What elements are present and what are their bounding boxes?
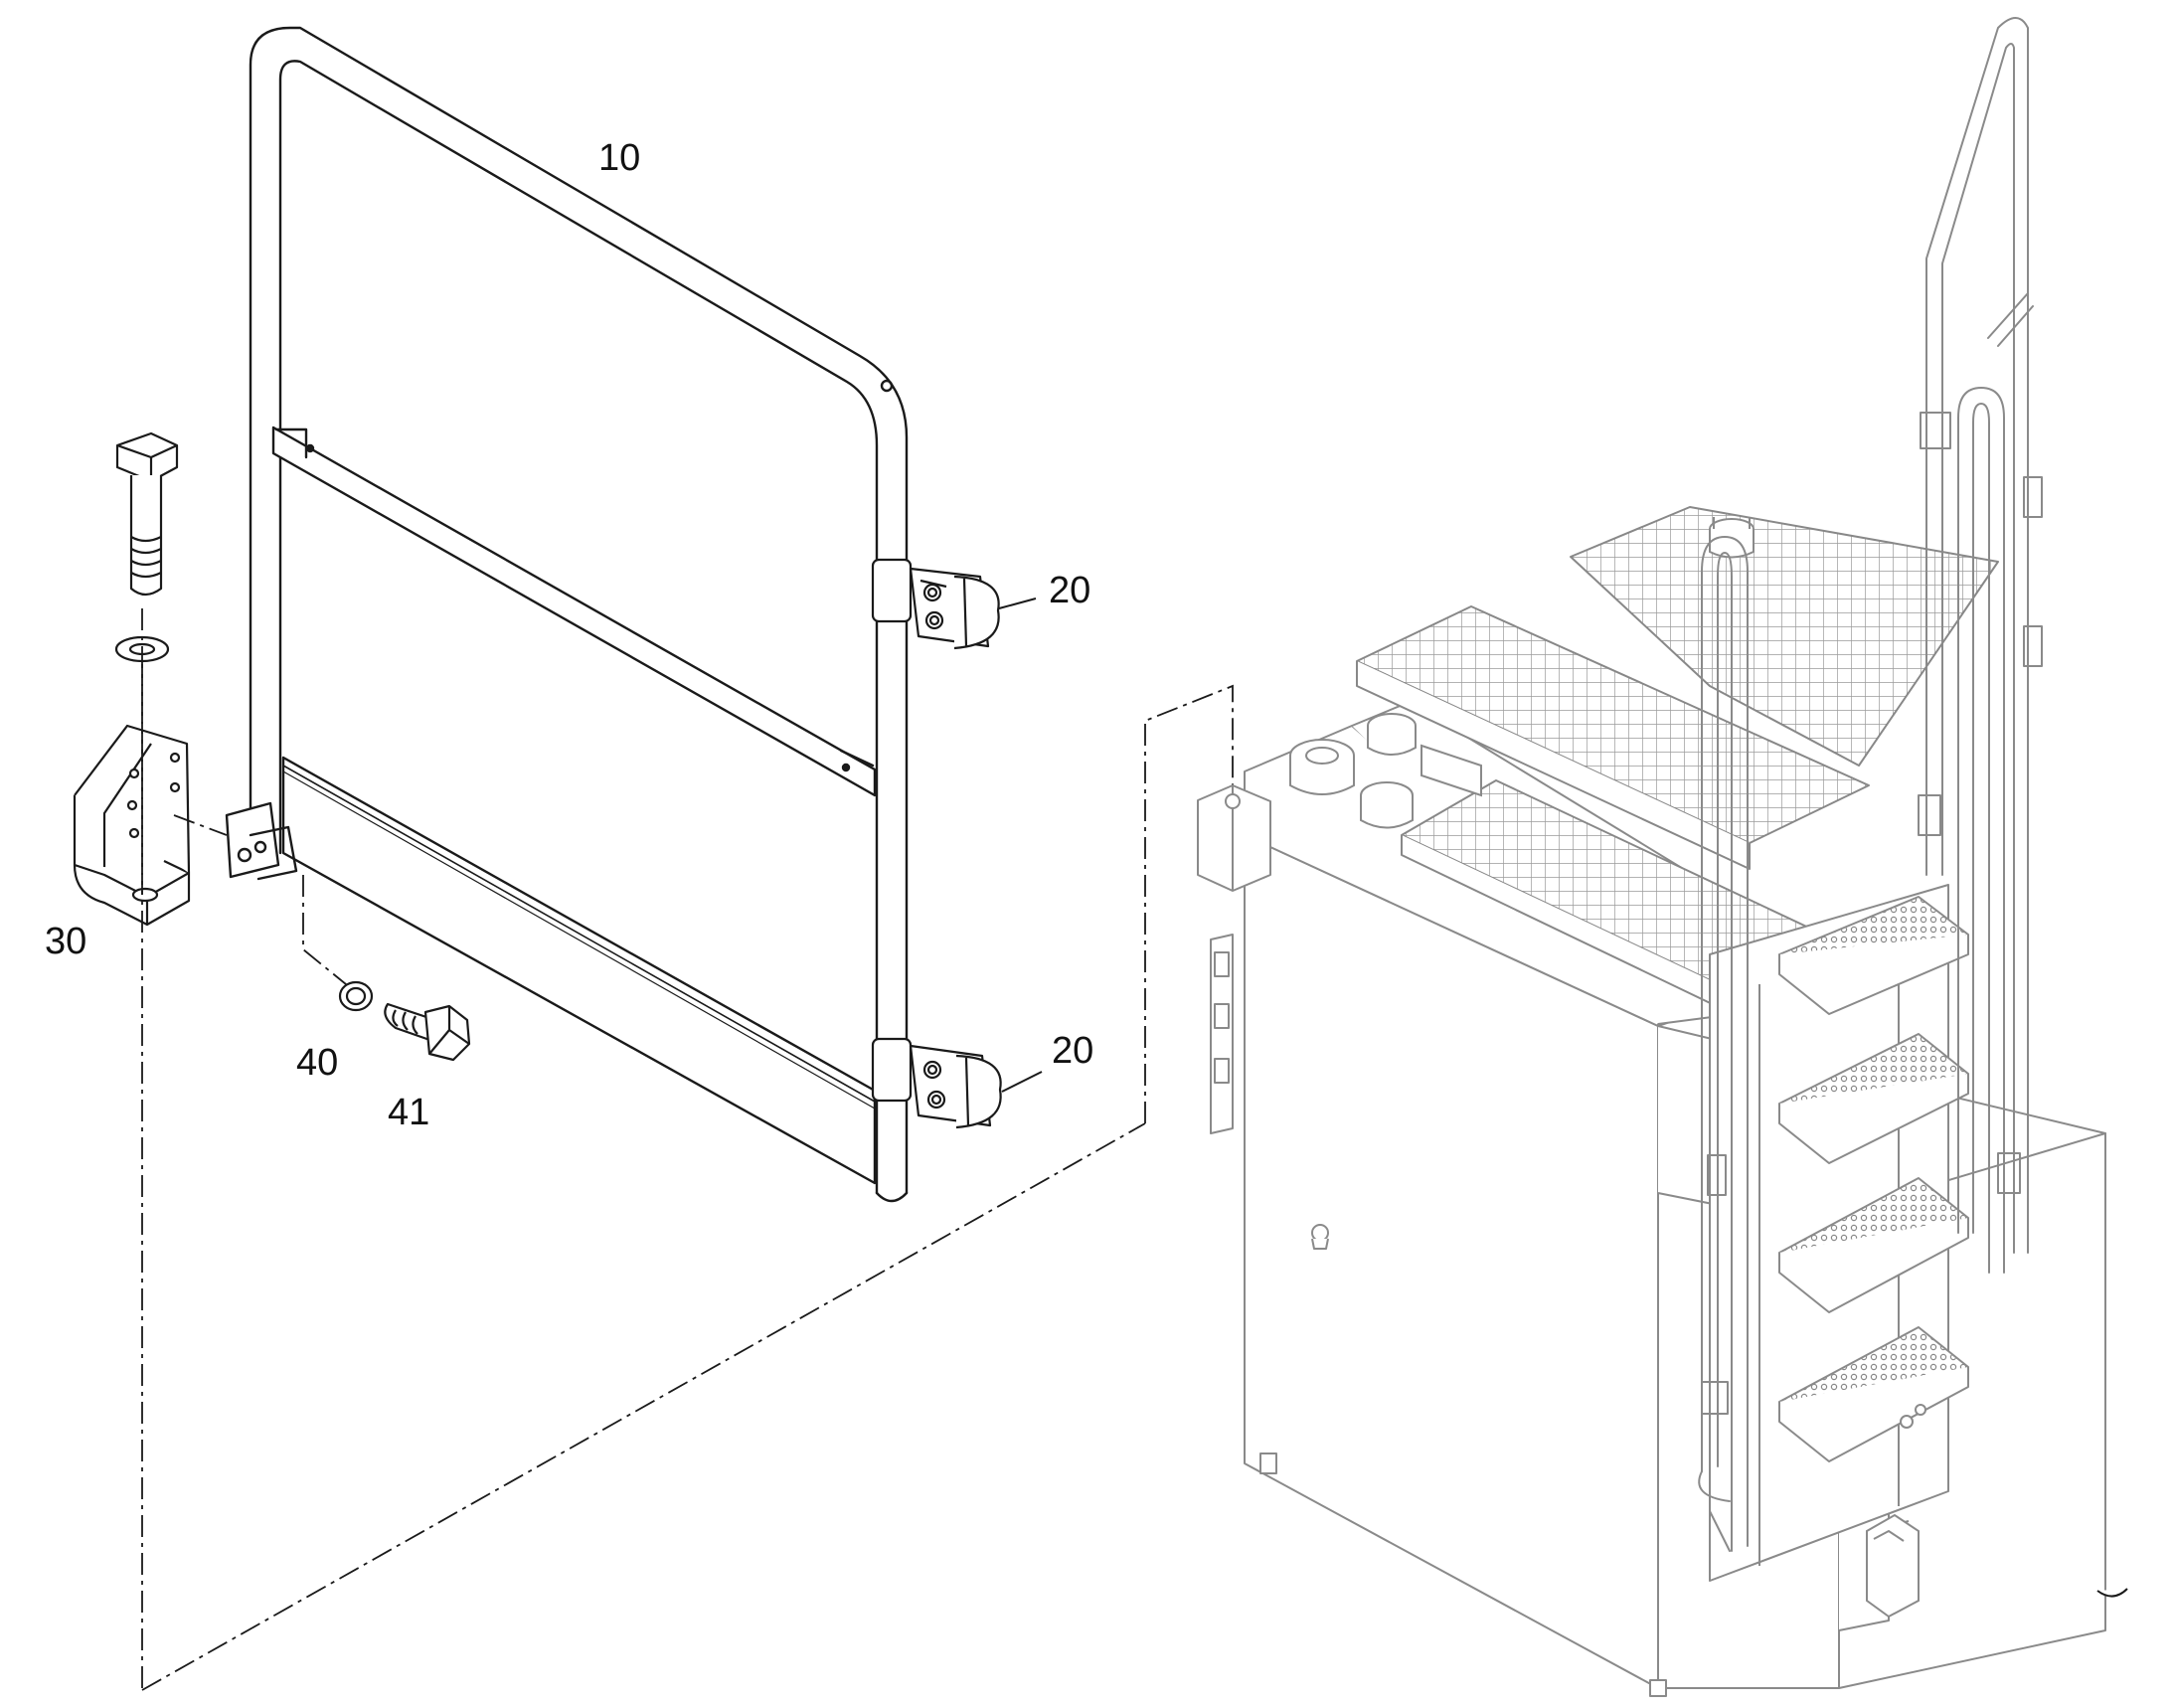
callout-20-lower: 20 — [1052, 1030, 1094, 1072]
assembly-lines — [141, 608, 1234, 1691]
stair-base — [1866, 1404, 2128, 1619]
machine-assembly — [1197, 701, 2106, 1697]
callout-40: 40 — [296, 1042, 339, 1084]
deck-fittings — [1289, 517, 1755, 829]
washer — [338, 980, 374, 1012]
upper-hinge — [871, 558, 1000, 650]
callout-10: 10 — [598, 137, 641, 179]
long-hex-bolt — [115, 431, 179, 597]
callout-30: 30 — [45, 921, 87, 962]
lower-hinge — [871, 1037, 1002, 1129]
callout-20-upper: 20 — [1049, 570, 1091, 611]
callout-41: 41 — [388, 1092, 430, 1133]
angle-bracket — [73, 724, 191, 927]
callout-leaders — [998, 598, 1043, 1093]
hex-bolt — [384, 1002, 471, 1062]
handrail-gate — [225, 26, 909, 1203]
stair-handrails — [1698, 17, 2043, 1552]
stairway — [1709, 884, 1969, 1582]
